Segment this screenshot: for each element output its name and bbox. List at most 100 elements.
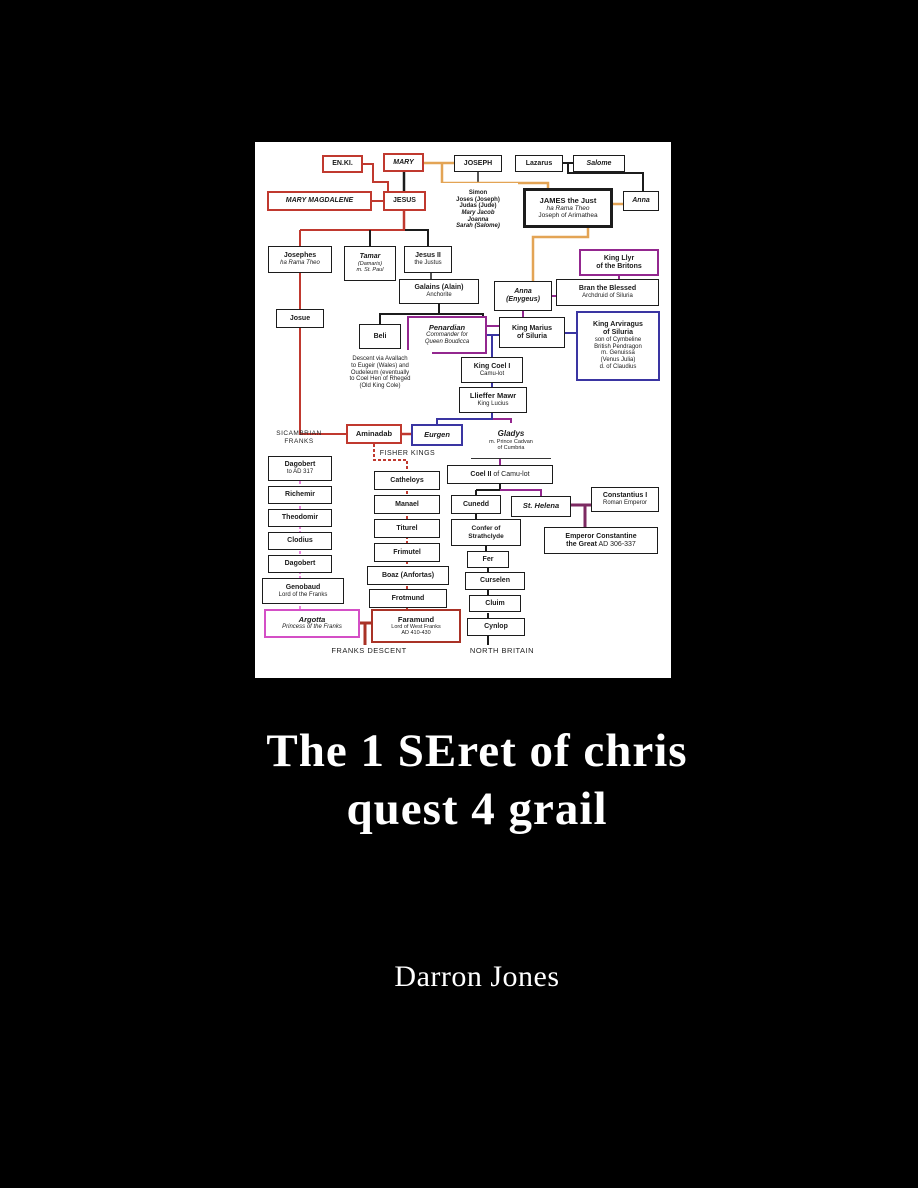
tree-line bbox=[405, 229, 429, 246]
tree-text-line: to AD 317 bbox=[286, 469, 314, 476]
tree-text-line: Coel II of Camu-lot bbox=[470, 470, 530, 478]
tree-line bbox=[379, 304, 440, 324]
tree-text-line: Gladys bbox=[497, 428, 525, 438]
tree-text-line: Dagobert bbox=[284, 461, 316, 469]
book-title-line2: quest 4 grail bbox=[346, 783, 608, 836]
tree-box-cynlop: Cynlop bbox=[467, 618, 525, 636]
tree-box-anna: Anna bbox=[623, 191, 659, 211]
tree-text-line: SICAMBRIAN bbox=[276, 430, 322, 437]
tree-text-line: (Damaris) bbox=[357, 261, 383, 268]
tree-text-line: FRANKS DESCENT bbox=[331, 646, 407, 655]
tree-line bbox=[531, 228, 590, 281]
tree-box-st-helena: St. Helena bbox=[511, 496, 571, 517]
tree-text-line: Faramund bbox=[397, 614, 435, 624]
author-name: Darron Jones bbox=[394, 960, 560, 993]
tree-box-boaz-anfortas: Boaz (Anfortas) bbox=[367, 566, 449, 585]
tree-text-line: Bran the Blessed bbox=[578, 285, 637, 293]
tree-text-line: Fer bbox=[482, 555, 494, 563]
tree-text-line: MARY MAGDALENE bbox=[285, 197, 354, 205]
tree-box-lazarus: Lazarus bbox=[515, 155, 563, 172]
tree-text-line: Archdruid of Siluria bbox=[582, 293, 633, 300]
tree-text-line: Mary Jacob bbox=[461, 210, 495, 216]
tree-text-line: the Great AD 306-337 bbox=[566, 540, 636, 548]
tree-label-fisher-kings: FISHER KINGS bbox=[370, 450, 445, 458]
tree-text-line: Cluim bbox=[485, 599, 505, 607]
tree-text-line: EN.KI. bbox=[332, 160, 353, 168]
tree-text-line: Catheloys bbox=[390, 476, 424, 484]
tree-text-line: King Arviragus bbox=[593, 321, 643, 329]
tree-text-line: m. Prince Cadvan bbox=[489, 438, 533, 445]
book-title: The 1 SEret of chris quest 4 grail bbox=[18, 722, 918, 839]
tree-box-mary-magdalene: MARY MAGDALENE bbox=[267, 191, 372, 211]
tree-box-cluim: Cluim bbox=[469, 595, 521, 612]
tree-text-line: ha Rama Theo bbox=[280, 260, 320, 267]
tree-text-line: of the Britons bbox=[596, 262, 642, 270]
tree-text-line: Princess of the Franks bbox=[282, 624, 342, 631]
tree-label-franks-descent: FRANKS DESCENT bbox=[319, 646, 419, 655]
tree-box-eurgen: Eurgen bbox=[411, 424, 463, 446]
tree-text-line: ha Rama Theo bbox=[546, 204, 590, 212]
tree-text-line: King Coel I bbox=[473, 362, 511, 370]
tree-box-coel-ii: Coel II of Camu-lot bbox=[447, 465, 553, 484]
tree-line bbox=[439, 313, 484, 316]
tree-text-line: (Venus Julia) bbox=[600, 357, 636, 364]
tree-text-line: of Cumbria bbox=[497, 444, 525, 451]
tree-text-line: St. Helena bbox=[522, 501, 560, 511]
tree-text-line: FISHER KINGS bbox=[379, 450, 436, 457]
tree-box-fer: Fer bbox=[467, 551, 509, 568]
tree-line bbox=[476, 484, 501, 491]
tree-box-aminadab: Aminadab bbox=[346, 424, 402, 444]
tree-text-line: Clodius bbox=[287, 537, 313, 545]
tree-text-line: Commander for bbox=[426, 332, 468, 339]
tree-text-line: Aminadab bbox=[355, 428, 393, 438]
tree-text-line: Llieffer Mawr bbox=[469, 391, 517, 401]
tree-text-line: (Enygeus) bbox=[506, 296, 540, 303]
tree-text-line: Anna bbox=[632, 197, 650, 205]
tree-box-theodomir: Theodomir bbox=[268, 509, 332, 527]
tree-box-mary: MARY bbox=[383, 153, 424, 172]
tree-line bbox=[373, 444, 408, 609]
tree-text-line: Manael bbox=[395, 500, 419, 508]
tree-text-line: King Marius bbox=[511, 324, 553, 332]
tree-text-line: Penardian bbox=[428, 323, 466, 333]
tree-text-line: MARY bbox=[393, 158, 414, 166]
tree-label-north-britain: NORTH BRITAIN bbox=[460, 646, 544, 655]
tree-box-josue: Josue bbox=[276, 309, 324, 328]
tree-line bbox=[500, 489, 542, 496]
tree-text-line: Frimutel bbox=[393, 548, 421, 556]
tree-text-line: Confer of bbox=[471, 525, 501, 533]
tree-box-galains: Galains (Alain)Anchorite bbox=[399, 279, 479, 304]
tree-box-joseph: JOSEPH bbox=[454, 155, 502, 172]
tree-text-line: of Siluria bbox=[603, 329, 633, 337]
tree-text-line: to Coel Hen of Rheged bbox=[349, 376, 411, 383]
tree-text-line: Cynlop bbox=[484, 623, 508, 631]
tree-text-line: Dagobert bbox=[284, 560, 316, 568]
tree-text-line: Joanna bbox=[467, 216, 489, 223]
tree-box-frimutel: Frimutel bbox=[374, 543, 440, 562]
tree-text-line: Simon bbox=[468, 189, 488, 196]
tree-box-jesus: JESUS bbox=[383, 191, 426, 211]
tree-text-line: m. St. Paul bbox=[356, 267, 384, 274]
tree-text-line: JAMES the Just bbox=[539, 195, 597, 205]
tree-text-line: Judas (Jude) bbox=[459, 203, 497, 210]
tree-box-manael: Manael bbox=[374, 495, 440, 514]
tree-text-line: Roman Emperor bbox=[602, 500, 647, 507]
tree-text-line: Richemir bbox=[285, 491, 315, 499]
book-title-line1: The 1 SEret of chris bbox=[266, 725, 688, 777]
tree-line bbox=[436, 413, 493, 424]
tree-text-line: JESUS bbox=[393, 197, 416, 205]
